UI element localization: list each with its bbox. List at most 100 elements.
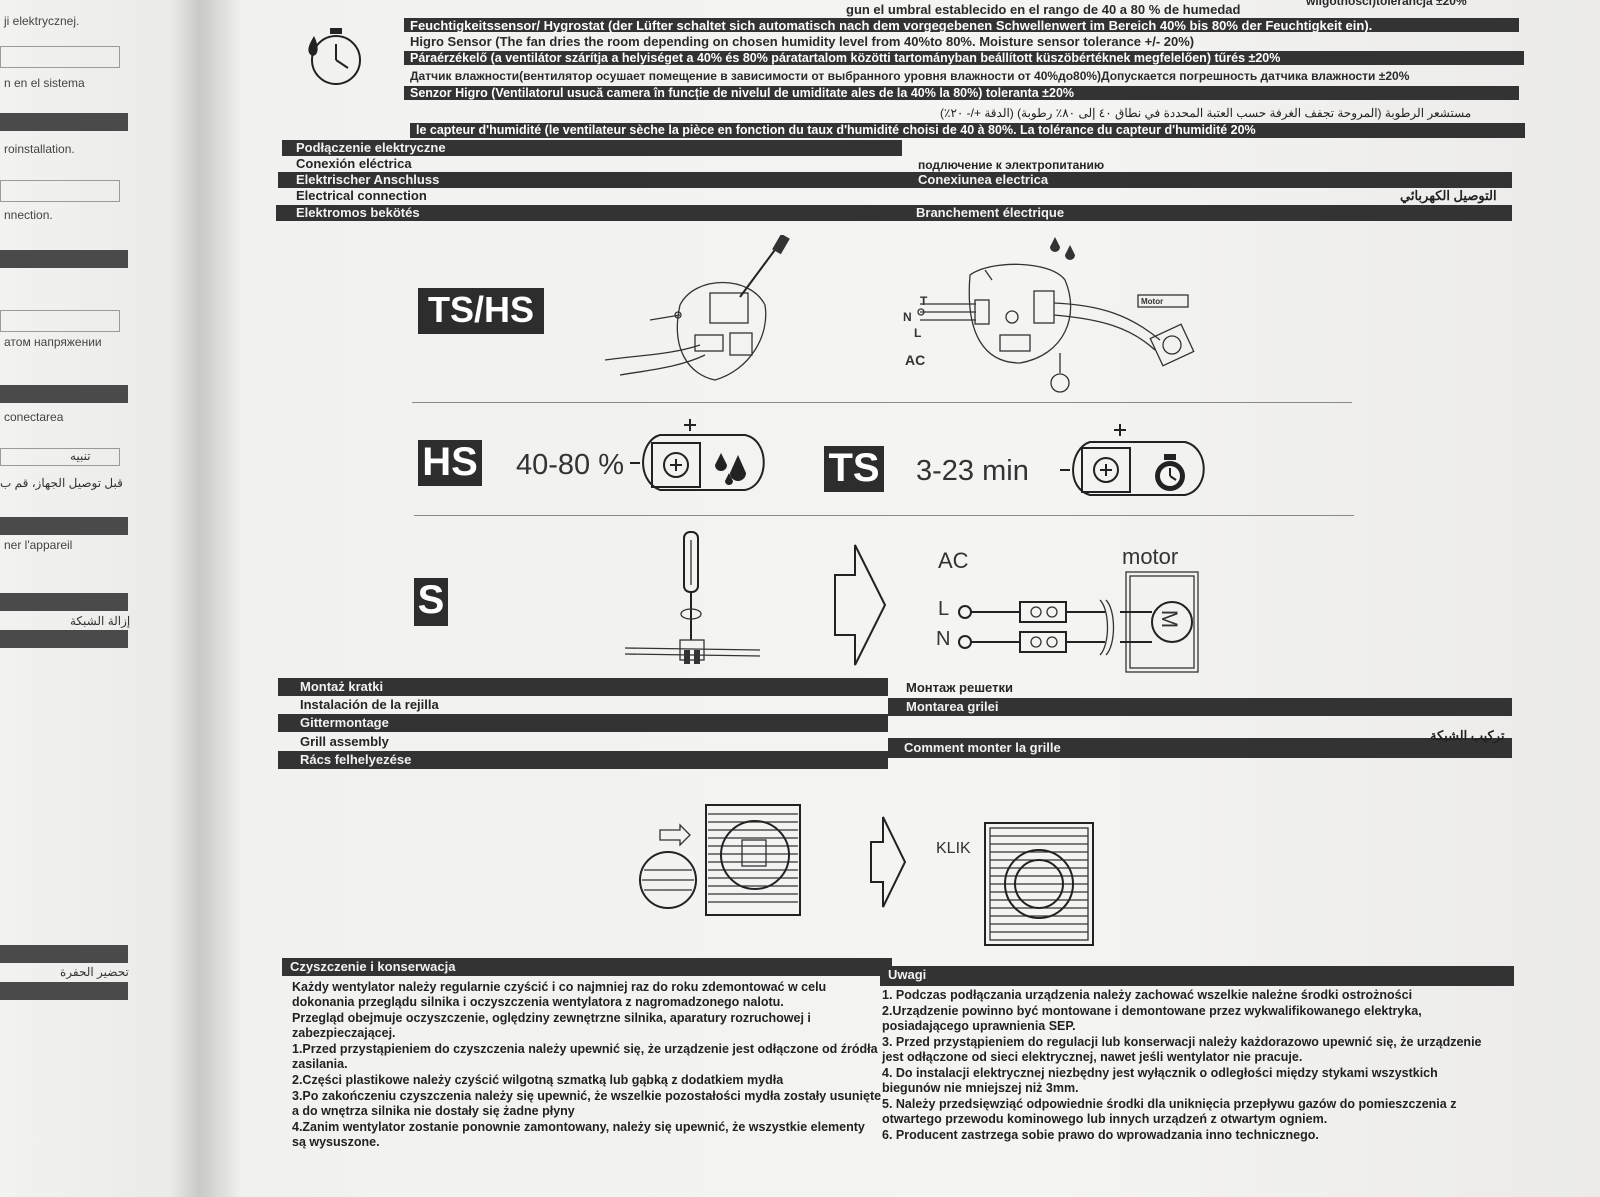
left-bar [0,593,128,611]
grill-label-ro: Montarea grilei [906,699,999,714]
left-folded-page: ji elektrycznej. n en el sistema roinsta… [0,0,200,1197]
humidity-adjust-knob [630,419,765,491]
ts-tag: TS [824,446,884,492]
section-bar [902,172,1512,188]
notes-item: 3. Przed przystąpieniem do regulacji lub… [882,1035,1482,1064]
electrical-label-en: Electrical connection [296,188,427,203]
terminal-t-label: T [920,294,928,308]
tshs-tag: TS/HS [418,288,544,334]
separator-line [412,402,1352,403]
cleaning-paragraph: 4.Zanim wentylator zostanie ponownie zam… [292,1120,865,1149]
section-bar [278,714,888,732]
left-text: атом напряжении [4,335,102,349]
grill-assembled-illustration [984,822,1094,946]
left-arabic-text: تحضير الحفرة [60,965,129,979]
sensor-line-en: Higro Sensor (The fan dries the room dep… [410,34,1195,49]
grill-label-pl: Montaż kratki [300,679,384,694]
electrical-label-ar: التوصيل الكهربائي [1400,188,1497,203]
sensor-line-ru: Датчик влажности(вентилятор осушает поме… [410,69,1410,83]
cleaning-text: Każdy wentylator należy regularnie czyśc… [292,980,882,1151]
left-bar [0,945,128,963]
grill-label-fr: Comment monter la grille [904,740,1061,755]
notes-item: 1. Podczas podłączania urządzenia należy… [882,988,1413,1002]
section-bar [276,205,902,221]
arrow-right-icon [870,816,907,908]
cleaning-paragraph: 2.Części plastikowe należy czyścić wilgo… [292,1073,784,1087]
klik-label: KLIK [936,840,971,857]
section-bar [282,958,892,976]
cleaning-paragraph: 3.Po zakończeniu czyszczenia należy się … [292,1089,882,1118]
humidity-timer-icon [308,28,361,85]
grill-label-es: Instalación de la rejilla [300,697,439,712]
n-label: N [936,628,951,650]
ac-small-label: AC [905,352,926,368]
left-bar [0,517,128,535]
left-bar [0,250,128,268]
left-text: n en el sistema [4,76,85,90]
grill-label-de: Gittermontage [300,715,389,730]
s-tag: S [414,578,448,626]
terminal-screwdriver-illustration [624,531,761,664]
grill-label-ar: تركيب الشبكة [1430,728,1505,743]
ac-motor-wiring-illustration [917,237,1195,393]
sensor-line-hu: Páraérzékelő (a ventilátor szárítja a he… [410,51,1281,65]
hs-tag: HS [418,440,482,486]
left-text: conectarea [4,410,64,424]
left-input-box [0,46,120,68]
cleaning-heading: Czyszczenie i konserwacja [290,959,456,974]
cleaning-paragraph: Każdy wentylator należy regularnie czyśc… [292,980,827,1009]
section-bar [880,966,1514,986]
sensor-bar [410,123,1525,138]
left-arabic-text: قبل توصيل الجهاز، قم ب [0,476,123,490]
left-text: nnection. [4,208,53,222]
sensor-bar [404,18,1519,32]
l-label: L [938,598,950,620]
sensor-line-ro: Senzor Higro (Ventilatorul usucă camera … [410,86,1075,100]
motor-label: motor [1122,544,1179,569]
board-screwdriver-illustration [604,235,790,381]
section-bar [888,698,1512,716]
sensor-line-es: gun el umbral establecido en el rango de… [846,2,1241,17]
notes-item: 4. Do instalacji elektrycznej niezbędny … [882,1066,1438,1095]
motor-wiring-diagram [958,571,1199,673]
left-text: roinstallation. [4,142,75,156]
ts-range: 3-23 min [916,455,1029,487]
terminal-l-label: L [914,326,922,340]
sensor-line-pl: wilgotności)tolerancja ±20% [1306,0,1467,8]
sensor-bar [404,51,1524,65]
left-input-box [0,448,120,466]
electrical-label-ru: подлючение к электропитанию [918,158,1105,172]
notes-heading: Uwagi [888,967,927,982]
left-bar [0,385,128,403]
hs-range: 40-80 % [516,449,625,481]
electrical-label-de: Elektrischer Anschluss [296,172,440,187]
sensor-line-de: Feuchtigkeitssensor/ Hygrostat (der Lüft… [410,18,1373,33]
section-bar [278,751,888,769]
section-bar [282,140,902,156]
left-bar [0,982,128,1000]
arrow-right-icon [834,544,887,666]
terminal-n-label: N [903,310,912,324]
left-arabic-text: إزالة الشبكة [70,614,131,628]
left-bar [0,630,128,648]
section-bar [278,678,888,696]
left-text: ji elektrycznej. [4,14,80,28]
grill-label-hu: Rács felhelyezése [300,752,412,767]
notes-item: 2.Urządzenie powinno być montowane i dem… [882,1004,1422,1033]
section-bar [278,172,902,188]
notes-item: 6. Producent zastrzega sobie prawo do wp… [882,1128,1319,1142]
left-text: ner l'appareil [4,538,73,552]
motor-box-label: Motor [1141,297,1164,306]
ac-label: AC [938,548,969,573]
sensor-bar [404,86,1519,100]
electrical-label-ro: Conexiunea electrica [918,172,1049,187]
grill-label-ru: Монтаж решетки [906,680,1013,695]
grill-label-en: Grill assembly [300,734,389,749]
separator-line [414,515,1354,516]
left-input-box [0,180,120,202]
grill-removal-illustration [639,804,801,916]
notes-item: 5. Należy przedsięwziąć odpowiednie środ… [882,1097,1457,1126]
left-bar [0,113,128,131]
left-input-box [0,310,120,332]
cleaning-paragraph: 1.Przed przystąpieniem do czyszczenia na… [292,1042,878,1071]
